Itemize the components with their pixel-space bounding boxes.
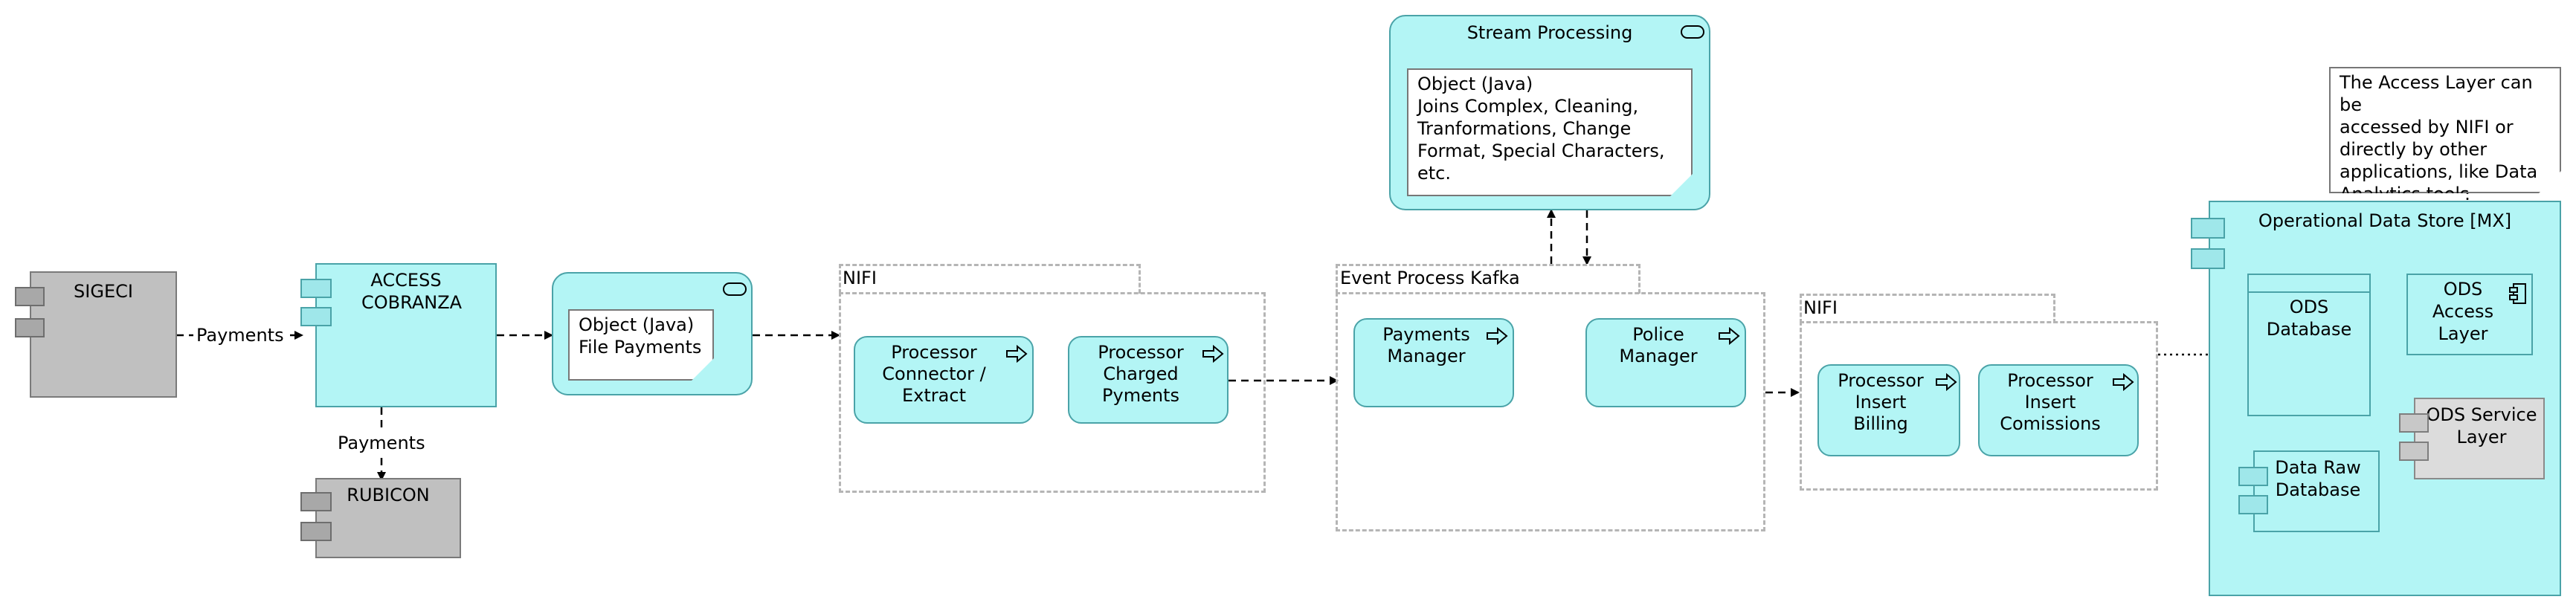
processor-line: Manager [1387,346,1466,366]
note-line: etc. [1417,163,1451,184]
note-line: The Access Layer can be [2340,72,2533,115]
component-small-icon [2509,283,2526,304]
stream-processing-title: Stream Processing [1466,22,1633,43]
processor-line: Processor [1098,342,1184,363]
component-icon [300,279,332,298]
note-line: directly by other [2340,139,2488,160]
processor-line: Processor [2007,370,2093,391]
nifi1-group[interactable] [839,292,1266,493]
processor-line: Billing [1853,413,1908,434]
processor-line: Connector / [882,363,986,384]
file-payments-line1: Object (Java) [579,314,695,335]
component-icon [2399,413,2429,433]
file-payments-note: Object (Java) File Payments [568,309,714,381]
processor-line: Insert [2024,392,2076,413]
file-payments-service[interactable]: Object (Java) File Payments [552,272,753,395]
process-arrow-icon [1202,345,1224,363]
note-line: applications, like Data [2340,161,2538,182]
ods-access-layer-label: ODS Access Layer [2432,279,2494,344]
note-line: Object (Java) [1417,74,1533,94]
note-line: Format, Special Characters, [1417,140,1665,161]
processor-insert-comissions[interactable]: Processor Insert Comissions [1978,364,2139,456]
kafka-group-tab [1336,264,1640,294]
process-arrow-icon [2113,373,2134,391]
processor-line: Police [1632,324,1684,345]
processor-line: Manager [1619,346,1698,366]
ods-access-layer[interactable]: ODS Access Layer [2406,274,2533,355]
component-icon [300,307,332,326]
component-icon [300,522,332,541]
processor-line: Processor [891,342,977,363]
stream-processing-service[interactable]: Stream Processing Object (Java) Joins Co… [1389,15,1710,210]
note-line: Tranformations, Change [1417,118,1632,139]
component-icon [15,287,45,306]
rubicon-component[interactable]: RUBICON [315,478,461,558]
component-icon [2191,248,2225,269]
processor-line: Extract [902,385,966,406]
processor-line: Comissions [2000,413,2101,434]
processor-line: Charged [1103,363,1179,384]
access-cobranza-label: ACCESS COBRANZA [361,270,463,313]
processor-insert-billing[interactable]: Processor Insert Billing [1817,364,1960,456]
component-icon [2238,495,2268,514]
nifi2-group[interactable] [1800,321,2158,491]
service-icon [723,282,747,296]
component-icon [15,318,45,337]
ods-service-layer-label: ODS Service Layer [2426,404,2537,447]
component-icon [300,492,332,511]
kafka-group[interactable] [1336,292,1765,531]
processor-line: Pyments [1102,385,1179,406]
note-line: accessed by NIFI or [2340,117,2514,138]
component-icon [2191,218,2225,239]
ods-store-title: Operational Data Store [MX] [2258,210,2512,231]
ods-service-layer[interactable]: ODS Service Layer [2414,398,2545,479]
data-raw-database[interactable]: Data Raw Database [2253,450,2380,532]
ods-database-label: ODS Database [2266,297,2352,340]
process-arrow-icon [1936,373,1957,391]
service-icon [1681,25,1704,39]
processor-charged-pyments[interactable]: Processor Charged Pyments [1068,336,1229,424]
sigeci-component[interactable]: SIGECI [30,271,177,398]
component-icon [2238,467,2268,486]
processor-line: Processor [1838,370,1924,391]
data-raw-database-label: Data Raw Database [2275,457,2361,500]
access-layer-note: The Access Layer can be accessed by NIFI… [2329,67,2561,193]
database-divider [2249,291,2369,293]
nifi2-group-tab [1800,294,2055,323]
police-manager[interactable]: Police Manager [1585,318,1746,407]
process-arrow-icon [1006,345,1028,363]
rubicon-label: RUBICON [347,485,430,505]
file-payments-line2: File Payments [579,337,702,358]
process-arrow-icon [1487,327,1508,345]
nifi2-title: NIFI [1803,297,1838,318]
processor-connector-extract[interactable]: Processor Connector / Extract [854,336,1034,424]
sigeci-label: SIGECI [74,281,133,302]
processor-line: Insert [1855,392,1907,413]
stream-processing-note: Object (Java) Joins Complex, Cleaning, T… [1407,68,1693,196]
process-arrow-icon [1719,327,1740,345]
processor-line: Payments [1382,324,1470,345]
kafka-title: Event Process Kafka [1340,268,1520,288]
nifi1-group-tab [839,264,1141,294]
component-icon [2399,442,2429,461]
access-cobranza-component[interactable]: ACCESS COBRANZA [315,263,497,407]
edge-label-payments-rubicon: Payments [335,433,428,453]
nifi1-title: NIFI [843,268,877,288]
edge-label-payments: Payments [193,325,287,346]
payments-manager[interactable]: Payments Manager [1353,318,1514,407]
ods-database[interactable]: ODS Database [2247,274,2371,416]
note-line: Joins Complex, Cleaning, [1417,96,1639,117]
